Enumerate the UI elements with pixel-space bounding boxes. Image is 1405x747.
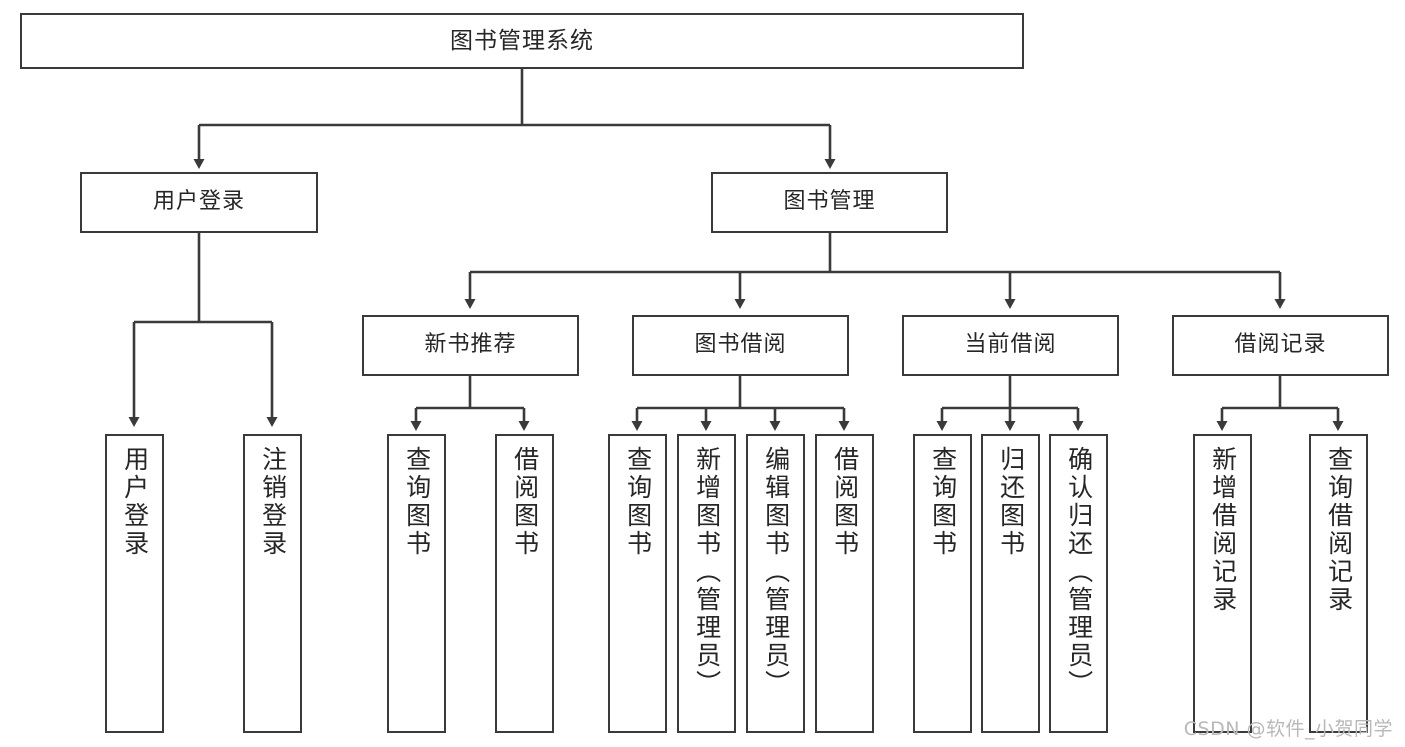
node-label: 图书管理 xyxy=(783,189,876,215)
leaf-borrow-book-borrow[interactable]: 借阅图书 xyxy=(815,434,874,733)
node-book-borrow[interactable]: 图书借阅 xyxy=(632,315,849,376)
leaf-query-book-recommend[interactable]: 查询图书 xyxy=(387,434,446,733)
node-label: 查询图书 xyxy=(928,446,958,558)
leaf-borrow-book-recommend[interactable]: 借阅图书 xyxy=(495,434,554,733)
node-label: 借阅图书 xyxy=(510,446,540,558)
node-label: 新书推荐 xyxy=(424,332,517,358)
node-label: 用户登录 xyxy=(120,446,150,558)
node-label: 用户登录 xyxy=(152,189,245,215)
node-label: 查询借阅记录 xyxy=(1324,446,1354,614)
leaf-add-borrow-record[interactable]: 新增借阅记录 xyxy=(1193,434,1252,733)
node-new-book-recommend[interactable]: 新书推荐 xyxy=(362,315,579,376)
node-label: 注销登录 xyxy=(258,446,288,558)
leaf-query-book-current[interactable]: 查询图书 xyxy=(913,434,972,733)
csdn-watermark: CSDN @软件_小贺同学 xyxy=(1183,718,1393,740)
leaf-query-borrow-record[interactable]: 查询借阅记录 xyxy=(1309,434,1368,733)
leaf-confirm-return[interactable]: 确认归还（管理员） xyxy=(1049,434,1108,733)
leaf-return-book[interactable]: 归还图书 xyxy=(981,434,1040,733)
leaf-edit-book[interactable]: 编辑图书（管理员） xyxy=(746,434,805,733)
leaf-add-book[interactable]: 新增图书（管理员） xyxy=(677,434,736,733)
node-user-login[interactable]: 用户登录 xyxy=(80,172,318,233)
node-label: 新增借阅记录 xyxy=(1208,446,1238,614)
node-label: 新增图书（管理员） xyxy=(692,446,722,698)
leaf-query-book-borrow[interactable]: 查询图书 xyxy=(608,434,667,733)
node-label: 当前借阅 xyxy=(964,332,1057,358)
node-label: 图书管理系统 xyxy=(450,27,594,54)
node-root-system[interactable]: 图书管理系统 xyxy=(20,13,1024,69)
node-label: 借阅图书 xyxy=(830,446,860,558)
node-label: 确认归还（管理员） xyxy=(1064,446,1094,698)
node-label: 编辑图书（管理员） xyxy=(761,446,791,698)
node-label: 借阅记录 xyxy=(1234,332,1327,358)
node-label: 查询图书 xyxy=(402,446,432,558)
node-borrow-record[interactable]: 借阅记录 xyxy=(1172,315,1389,376)
node-current-borrow[interactable]: 当前借阅 xyxy=(902,315,1119,376)
node-label: 查询图书 xyxy=(623,446,653,558)
leaf-logout-login[interactable]: 注销登录 xyxy=(243,434,302,733)
node-label: 归还图书 xyxy=(996,446,1026,558)
node-label: 图书借阅 xyxy=(694,332,787,358)
node-book-manage[interactable]: 图书管理 xyxy=(711,172,948,233)
leaf-user-login[interactable]: 用户登录 xyxy=(105,434,164,733)
